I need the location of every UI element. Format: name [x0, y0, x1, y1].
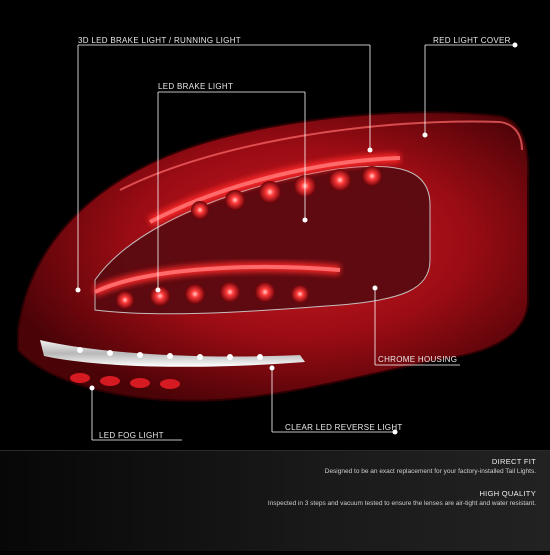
direct-fit-text: Designed to be an exact replacement for …: [324, 468, 536, 475]
reverse-light-strip: [40, 340, 305, 367]
callout-3d-led-brake-running-light: 3D LED BRAKE LIGHT / RUNNING LIGHT: [78, 36, 241, 45]
callout-clear-led-reverse-light: CLEAR LED REVERSE LIGHT: [285, 423, 403, 432]
feature-info-panel: DIRECT FIT Designed to be an exact repla…: [0, 450, 550, 551]
led-brake-light-tube: [94, 264, 341, 294]
reverse-light-leds: [77, 347, 263, 360]
led-running-light-tube: [149, 156, 401, 224]
fog-light-row: [70, 373, 180, 389]
high-quality-text: Inspected in 3 steps and vacuum tested t…: [267, 500, 536, 507]
red-light-cover: [119, 120, 523, 191]
direct-fit-title: DIRECT FIT: [491, 457, 536, 466]
callout-lines: [77, 44, 515, 441]
callout-led-brake-light: LED BRAKE LIGHT: [158, 82, 234, 91]
chrome-housing: [94, 165, 431, 315]
callout-chrome-housing: CHROME HOUSING: [378, 355, 458, 364]
high-quality-title: HIGH QUALITY: [479, 489, 536, 498]
lower-led-row: [116, 282, 309, 309]
callout-led-fog-light: LED FOG LIGHT: [99, 431, 164, 440]
callout-red-light-cover: RED LIGHT COVER: [433, 36, 511, 45]
callout-dots: [75, 42, 518, 435]
